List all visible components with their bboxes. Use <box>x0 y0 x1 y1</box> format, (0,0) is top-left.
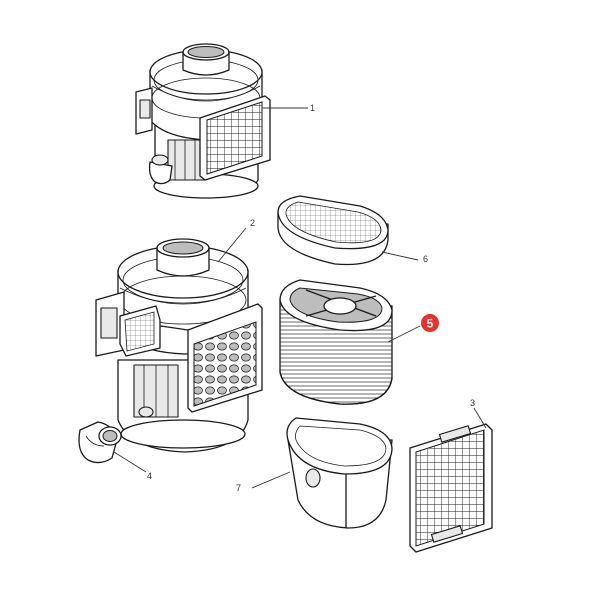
part-6-safety-filter <box>277 195 389 266</box>
callout-1: 1 <box>310 103 315 113</box>
callout-7: 7 <box>236 483 241 493</box>
part-2-housing <box>95 238 263 453</box>
part-3-front-cover <box>409 423 493 553</box>
leader-lines <box>113 107 487 489</box>
callout-3: 3 <box>470 398 475 408</box>
part-5-main-filter-element <box>279 279 393 405</box>
part-7-bowl <box>286 417 393 529</box>
callout-5-highlight-badge <box>421 314 439 332</box>
callouts: 1 2 3 4 6 7 5 <box>147 103 475 493</box>
part-4-inlet-nozzle <box>78 421 122 464</box>
callout-6: 6 <box>423 254 428 264</box>
callout-5: 5 <box>427 317 434 331</box>
part-1-assembled-air-cleaner <box>135 43 271 199</box>
callout-2: 2 <box>250 218 255 228</box>
callout-4: 4 <box>147 471 152 481</box>
